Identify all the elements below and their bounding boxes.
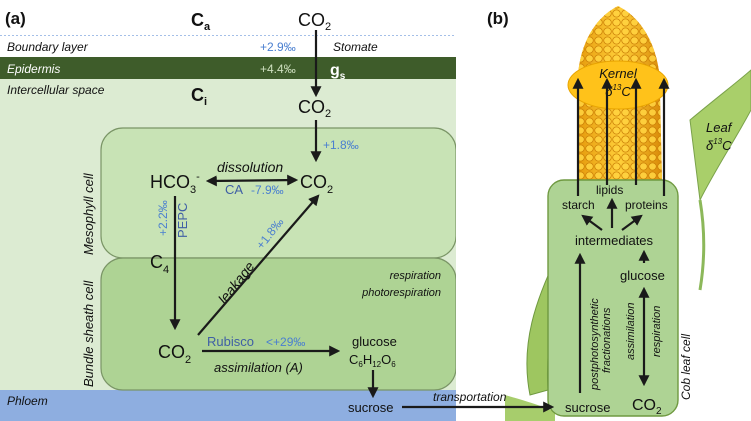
percent-ca: -7.9‰ [251,183,284,197]
phloem-band [0,390,456,421]
boundary-layer-label: Boundary layer [7,40,89,54]
assimilation-b-label: assimilation [625,303,637,360]
glucose-formula: C6H12O6 [349,352,396,369]
mesophyll-cell-label: Mesophyll cell [81,172,96,255]
postphotosynthetic-label: postphotosynthetic [589,298,601,391]
co2-mesophyll: CO2 [300,172,333,196]
panel-b-label: (b) [487,9,509,28]
ca-label: Ca [191,10,211,33]
cob-leaf-cell-label: Cob leaf cell [679,334,693,400]
leaf-right-stem [698,199,706,291]
co2-b-label: CO2 [632,397,662,417]
glucose-a-label: glucose [352,334,397,349]
respiration-label: respiration [390,270,441,282]
panel-a-arrows [169,30,379,399]
gs-label: gs [330,62,346,82]
arrow-leakage [197,194,320,336]
co2-bundle-sheath: CO2 [158,342,191,366]
arrow-to-starch [581,214,603,231]
panel-a-label: (a) [5,9,26,28]
pepc-label: PEPC [175,203,190,238]
epidermis-band [0,57,456,79]
ci-label: Ci [191,85,207,108]
starch-label: starch [562,198,595,212]
kernel-label: Kernel [599,66,638,81]
proteins-label: proteins [625,198,668,212]
rubisco-label: Rubisco [207,334,254,349]
hco3-label: HCO3- [150,171,200,196]
transportation-label: transportation [433,390,507,404]
arrow-dissolution [205,174,299,187]
leaf-label: Leaf [706,120,733,135]
photorespiration-label: photorespiration [361,287,441,299]
intermediates-label: intermediates [575,233,654,248]
respiration-b-label: respiration [651,306,663,357]
percent-dissolve: +1.8‰ [323,138,359,152]
stomate-label: Stomate [333,40,378,54]
bundle-sheath-cell-label: Bundle sheath cell [81,280,96,387]
glucose-b-label: glucose [620,268,665,283]
assimilation-label: assimilation (A) [214,360,303,375]
dissolution-label: dissolution [217,159,283,175]
lipids-label: lipids [596,183,623,197]
fractionations-label: fractionations [601,307,613,373]
c4-label: C4 [150,252,169,276]
phloem-label: Phloem [7,394,48,408]
percent-pepc: +2.2‰ [156,200,170,236]
epidermis-label: Epidermis [7,62,60,76]
atmosphere-region [0,0,456,36]
sucrose-a-label: sucrose [348,400,394,415]
percent-rubisco: <+29‰ [266,335,305,349]
percent-epidermis: +4.4‰ [260,62,296,76]
co2-intercellular: CO2 [298,97,331,120]
ca-enzyme-label: CA [225,182,243,197]
intercellular-space-label: Intercellular space [7,83,105,97]
kernel-delta: δ13C [605,83,631,99]
boundary-layer-band [0,36,456,57]
panel-b-arrows [402,77,670,413]
percent-boundary: +2.9‰ [260,40,296,54]
sucrose-b-label: sucrose [565,400,611,415]
leaf-delta: δ13C [706,137,732,153]
co2-atmosphere: CO2 [298,10,331,33]
arrow-to-proteins [621,214,643,231]
